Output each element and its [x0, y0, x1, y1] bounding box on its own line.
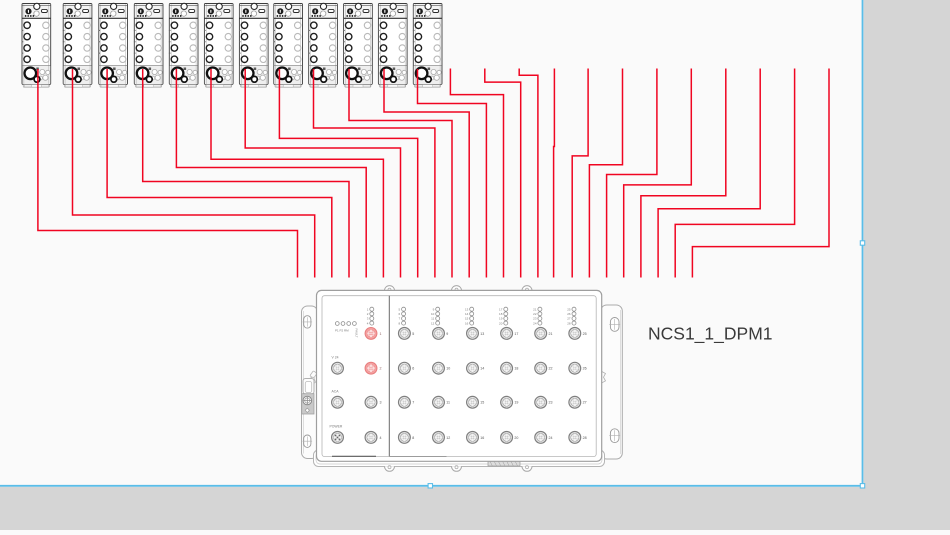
svg-text:3: 3 — [380, 401, 382, 405]
svg-text:8: 8 — [399, 321, 401, 325]
svg-text:18: 18 — [499, 312, 503, 316]
svg-text:20: 20 — [499, 321, 503, 325]
svg-text:5: 5 — [399, 307, 401, 311]
svg-text:17: 17 — [514, 332, 518, 336]
svg-text:POWER: POWER — [330, 425, 343, 429]
svg-text:7: 7 — [412, 401, 414, 405]
svg-text:FAULT: FAULT — [355, 329, 359, 338]
svg-text:23: 23 — [533, 317, 537, 321]
svg-text:16: 16 — [480, 436, 484, 440]
svg-text:24: 24 — [533, 321, 537, 325]
svg-text:6: 6 — [412, 367, 414, 371]
svg-text:22: 22 — [549, 367, 553, 371]
svg-text:9: 9 — [433, 307, 435, 311]
svg-text:15: 15 — [480, 401, 484, 405]
svg-text:24: 24 — [549, 436, 553, 440]
svg-text:12: 12 — [446, 436, 450, 440]
svg-text:11: 11 — [431, 317, 434, 321]
svg-text:10: 10 — [431, 312, 435, 316]
svg-text:4: 4 — [380, 436, 382, 440]
svg-text:6: 6 — [399, 312, 401, 316]
svg-text:27: 27 — [567, 317, 571, 321]
svg-text:1: 1 — [367, 307, 369, 311]
svg-text:NCS1_1_DPM1: NCS1_1_DPM1 — [648, 324, 773, 345]
svg-text:22: 22 — [533, 312, 537, 316]
svg-text:17: 17 — [499, 307, 503, 311]
svg-text:19: 19 — [499, 317, 503, 321]
svg-text:18: 18 — [514, 367, 518, 371]
svg-text:25: 25 — [583, 332, 587, 336]
svg-text:21: 21 — [549, 332, 553, 336]
svg-text:V 24: V 24 — [332, 355, 339, 359]
svg-text:14: 14 — [480, 367, 484, 371]
svg-text:4: 4 — [367, 321, 369, 325]
svg-text:10: 10 — [446, 367, 450, 371]
svg-text:25: 25 — [567, 307, 571, 311]
svg-text:28: 28 — [567, 321, 571, 325]
svg-text:13: 13 — [465, 307, 469, 311]
svg-text:21: 21 — [533, 307, 537, 311]
svg-text:8: 8 — [412, 436, 414, 440]
svg-text:14: 14 — [465, 312, 469, 316]
svg-text:23: 23 — [549, 401, 553, 405]
svg-text:ACA: ACA — [332, 390, 340, 394]
svg-text:16: 16 — [465, 321, 469, 325]
svg-text:20: 20 — [514, 436, 518, 440]
svg-text:2: 2 — [367, 312, 369, 316]
svg-text:3: 3 — [367, 317, 369, 321]
svg-text:28: 28 — [583, 436, 587, 440]
svg-text:26: 26 — [567, 312, 571, 316]
svg-text:5: 5 — [412, 332, 414, 336]
svg-text:9: 9 — [446, 332, 448, 336]
svg-text:7: 7 — [399, 317, 401, 321]
svg-text:13: 13 — [480, 332, 484, 336]
svg-text:P1 P2 RM: P1 P2 RM — [335, 328, 349, 332]
svg-text:1: 1 — [380, 332, 382, 336]
svg-text:26: 26 — [583, 367, 587, 371]
svg-text:15: 15 — [465, 317, 469, 321]
svg-text:11: 11 — [446, 401, 450, 405]
svg-text:2: 2 — [380, 367, 382, 371]
svg-text:27: 27 — [583, 401, 587, 405]
svg-text:12: 12 — [431, 321, 435, 325]
svg-text:19: 19 — [514, 401, 518, 405]
